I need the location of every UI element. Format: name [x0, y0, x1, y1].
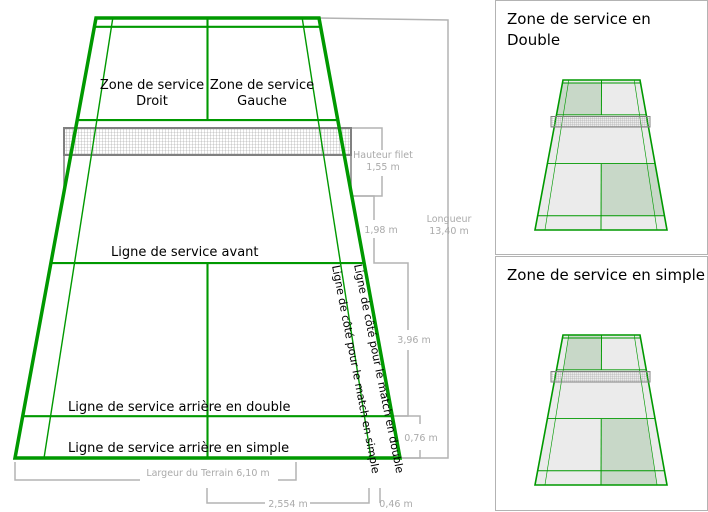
- length-label: Longueur: [427, 214, 472, 225]
- dim-396: 3,96 m: [397, 335, 430, 346]
- court-boundary: [12, 16, 403, 460]
- singles-sideline: [301, 17, 372, 459]
- singles-sideline: [633, 334, 658, 486]
- panel-simple: Zone de service en simple: [495, 256, 708, 511]
- dim-198: 1,98 m: [364, 225, 397, 236]
- mini-court-double: [534, 79, 668, 231]
- main-court: [12, 16, 403, 460]
- court-boundary: [534, 334, 668, 486]
- panel-double-title-2: Double: [507, 31, 560, 49]
- net: [63, 127, 352, 196]
- panel-double-title: Zone de service en: [507, 10, 651, 28]
- shaded-service-zone: [601, 418, 658, 485]
- panel-simple-title: Zone de service en simple: [507, 266, 705, 284]
- dim-076: 0,76 m: [404, 433, 437, 444]
- zone-gauche-label: Zone de service: [210, 78, 314, 93]
- panel-double: Zone de service en Double: [495, 0, 708, 255]
- dim-2554: 2,554 m: [268, 499, 307, 510]
- mini-court-simple: [534, 334, 668, 486]
- zone-gauche-label-2: Gauche: [237, 94, 287, 109]
- service-arriere-double-label: Ligne de service arrière en double: [68, 400, 290, 415]
- zone-droit-label: Zone de service: [100, 78, 204, 93]
- zone-droit-label-2: Droit: [136, 94, 168, 109]
- singles-sideline: [633, 79, 658, 231]
- singles-sideline: [43, 17, 114, 459]
- net-height-label: Hauteur filet: [353, 150, 413, 161]
- service-arriere-simple-label: Ligne de service arrière en simple: [68, 441, 289, 456]
- court-boundary: [534, 79, 668, 231]
- dimension-lines: [14, 17, 449, 504]
- shaded-service-zone: [556, 83, 602, 115]
- shaded-service-zone: [601, 163, 665, 216]
- length-value: 13,40 m: [429, 226, 468, 237]
- singles-sideline: [544, 334, 570, 486]
- service-avant-label: Ligne de service avant: [111, 245, 259, 260]
- width-label: Largeur du Terrain 6,10 m: [146, 468, 269, 479]
- shaded-service-zone: [563, 335, 602, 370]
- net-height-value: 1,55 m: [366, 162, 399, 173]
- net: [550, 116, 651, 128]
- net: [550, 371, 651, 383]
- dim-046: 0,46 m: [379, 499, 412, 510]
- singles-sideline: [544, 79, 570, 231]
